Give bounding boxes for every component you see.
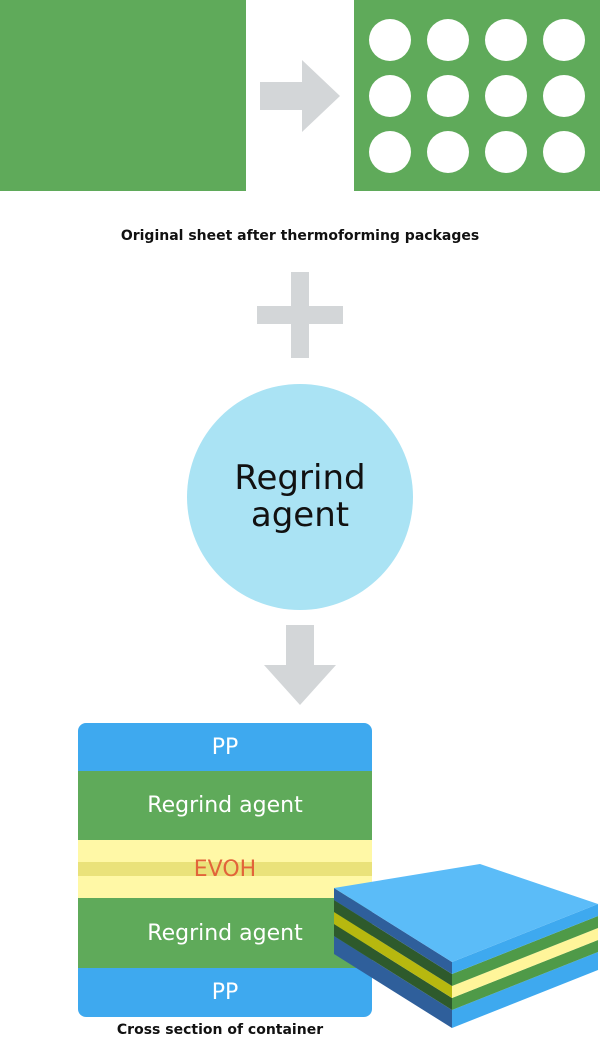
arrow-right-icon	[260, 60, 340, 132]
layer-pp-bottom: PP	[78, 968, 372, 1017]
package-hole	[543, 75, 585, 117]
package-hole	[485, 75, 527, 117]
package-hole	[543, 19, 585, 61]
regrind-circle-line2: agent	[250, 495, 350, 535]
layer-regrind-top-label: Regrind agent	[147, 793, 303, 818]
evoh-core-band	[78, 862, 372, 876]
package-hole	[543, 131, 585, 173]
thermoformed-sheet	[354, 0, 600, 191]
package-hole	[369, 19, 411, 61]
package-hole	[369, 131, 411, 173]
layer-regrind-bottom-label: Regrind agent	[147, 920, 303, 946]
package-hole	[427, 19, 469, 61]
regrind-agent-circle: Regrind agent	[187, 384, 413, 610]
regrind-circle-line1: Regrind	[234, 458, 366, 499]
layer-regrind-bottom: Regrind agent	[78, 898, 372, 968]
caption-cross-section: Cross section of container	[116, 1022, 324, 1038]
layered-sheet-icon	[334, 864, 598, 1028]
layer-pp-bottom-label: PP	[211, 980, 239, 1005]
package-hole	[427, 75, 469, 117]
original-sheet	[0, 0, 246, 191]
plus-icon	[257, 272, 343, 358]
caption-original-sheet: Original sheet after thermoforming packa…	[120, 228, 480, 244]
package-hole	[485, 131, 527, 173]
arrow-down-icon	[264, 625, 336, 705]
layer-regrind-top: Regrind agent	[78, 771, 372, 840]
package-hole	[369, 75, 411, 117]
layer-evoh-label: EVOH	[193, 856, 257, 882]
layer-evoh: EVOH	[78, 840, 372, 898]
package-hole	[427, 131, 469, 173]
layer-pp-top: PP	[78, 723, 372, 771]
layer-pp-top-label: PP	[211, 734, 239, 760]
package-hole	[485, 19, 527, 61]
